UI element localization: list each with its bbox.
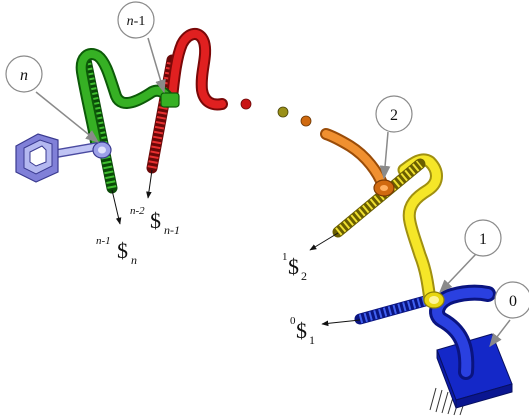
screw-label-n: n-1 $ n	[96, 235, 137, 267]
screw-label-1: 0 $ 1	[290, 315, 315, 347]
callout-0: 0	[494, 281, 529, 319]
ellipsis-dots	[240, 98, 312, 127]
svg-text:n-1: n-1	[96, 235, 111, 247]
svg-text:n-1: n-1	[164, 223, 180, 237]
end-effector-gripper	[15, 133, 112, 183]
link-n-1	[166, 28, 228, 111]
callout-1: 1	[464, 219, 502, 257]
link-n	[75, 48, 180, 148]
svg-text:$: $	[288, 254, 299, 279]
link-0-base	[429, 284, 513, 416]
screw-axis-1-spring	[354, 292, 442, 325]
svg-text:1: 1	[479, 231, 487, 248]
screw-axis-n-spring	[80, 54, 118, 194]
svg-text:n-1: n-1	[127, 14, 146, 29]
callout-2: 2	[375, 95, 413, 133]
svg-text:1: 1	[309, 333, 315, 347]
screw-axis-2-spring	[332, 158, 426, 238]
svg-text:2: 2	[390, 107, 398, 124]
svg-text:$: $	[296, 318, 307, 343]
screw-2-arrow	[309, 232, 339, 251]
callout-n-1: n-1	[117, 1, 155, 39]
link-1	[397, 153, 445, 309]
screw-label-2: 1 $ 2	[282, 251, 307, 283]
svg-text:n: n	[20, 67, 28, 84]
screw-1-arrow	[321, 319, 361, 327]
callout-n: n	[5, 55, 43, 93]
callout-leaders	[35, 37, 511, 348]
screw-n-arrow	[111, 189, 122, 225]
svg-text:n-2: n-2	[130, 205, 145, 217]
link-2	[320, 128, 395, 197]
svg-text:0: 0	[509, 293, 517, 310]
svg-text:$: $	[150, 208, 161, 233]
svg-text:n: n	[131, 253, 137, 267]
svg-text:2: 2	[301, 269, 307, 283]
svg-text:0: 0	[290, 315, 296, 327]
screw-n-1-arrow	[146, 169, 153, 199]
svg-text:1: 1	[282, 251, 288, 263]
svg-text:$: $	[117, 238, 128, 263]
screw-label-n-1: n-2 $ n-1	[130, 205, 180, 237]
screw-arrows	[111, 169, 361, 327]
